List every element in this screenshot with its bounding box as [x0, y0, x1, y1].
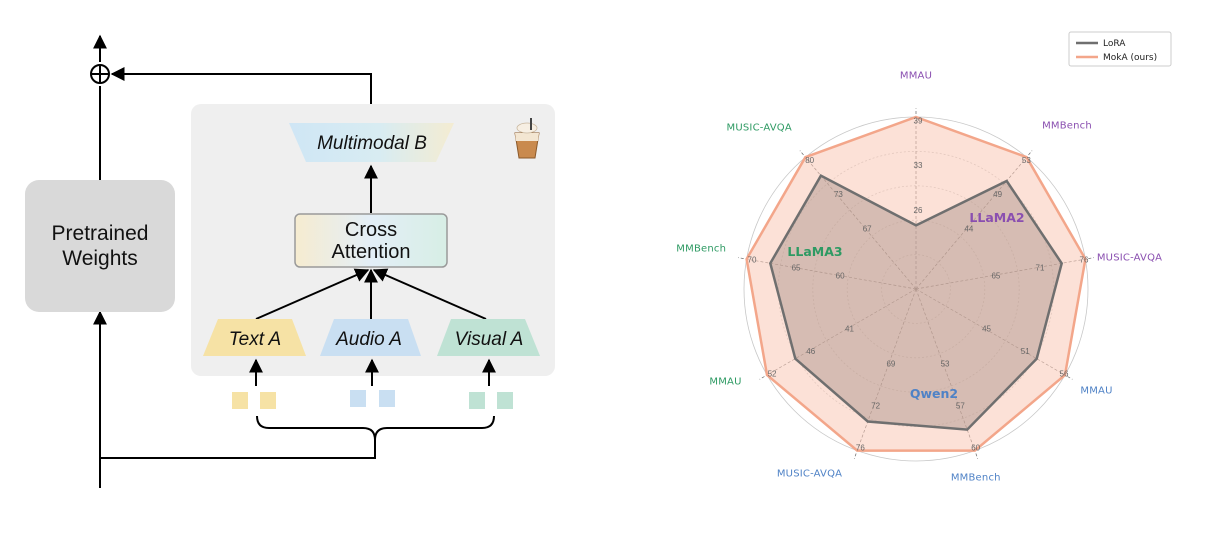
text-to-ca-arrow: [255, 268, 370, 320]
tick-label: 52: [768, 369, 777, 378]
axis-label: MMAU: [900, 70, 932, 81]
tick-label: 72: [871, 401, 880, 410]
visual-a-label: Visual A: [455, 329, 524, 350]
tick-label: 39: [914, 116, 923, 125]
tick-label: 56: [1060, 369, 1069, 378]
token-brace: [256, 415, 495, 441]
audio-a-label: Audio A: [335, 329, 402, 350]
series-moka-area: [745, 115, 1087, 452]
tick-label: 69: [886, 359, 895, 368]
axis-label: MUSIC-AVQA: [1097, 253, 1162, 264]
audio-a-block: [320, 319, 421, 356]
tick-label: 45: [982, 325, 991, 334]
iced-coffee-icon: [514, 118, 540, 159]
tick-label: 26: [914, 206, 923, 215]
multimodal-b-block: [289, 123, 454, 162]
tick-label: 76: [856, 443, 865, 452]
pw-text-line-1: Weights: [62, 247, 137, 270]
cross-attention-block: [294, 213, 448, 268]
axis-label: MMBench: [676, 244, 726, 255]
tick-label: 76: [1080, 256, 1089, 265]
visual-to-ca-arrow: [372, 268, 487, 320]
pretrained-weights-box: [25, 180, 175, 312]
radar-chart: 39 33 26 53 49 44 76 71 65 56 51 45 60 57 53 76 72 69 52 46…: [676, 70, 1162, 483]
tick-label: 65: [991, 271, 1000, 280]
tick-label: 44: [964, 224, 973, 233]
tick-label: 73: [834, 190, 843, 199]
tick-label: 49: [993, 190, 1002, 199]
axis-label: MMAU: [709, 376, 741, 387]
tick-label: 53: [941, 359, 950, 368]
add-operator-icon: [90, 64, 110, 84]
tick-label: 80: [805, 156, 814, 165]
series-lora-area: [768, 174, 1064, 431]
axis-label: MMBench: [951, 473, 1001, 484]
axis-label: MMBench: [1042, 121, 1092, 132]
tick-label: 46: [806, 347, 815, 356]
tick-label: 71: [1036, 263, 1045, 272]
chart-legend: LoRA MokA (ours): [1068, 31, 1172, 67]
tick-label: 51: [1021, 347, 1030, 356]
tick-label: 60: [836, 271, 845, 280]
tick-label: 70: [748, 256, 757, 265]
group-label-qwen2: Qwen2: [910, 386, 958, 401]
text-a-label: Text A: [229, 329, 281, 350]
visual-a-block: [437, 319, 540, 356]
ca-text-line-0: Cross: [345, 219, 397, 241]
axis-label: MUSIC-AVQA: [777, 469, 842, 480]
tick-label: 67: [863, 224, 872, 233]
text-tokens: [232, 358, 276, 409]
multimodal-b-label: Multimodal B: [317, 133, 427, 154]
input-line: [100, 440, 376, 459]
group-label-llama2: LLaMA2: [969, 210, 1024, 225]
tick-label: 60: [971, 443, 980, 452]
tick-label: 57: [956, 401, 965, 410]
group-label-llama3: LLaMA3: [787, 244, 842, 259]
pw-text-line-0: Pretrained: [52, 222, 149, 245]
ca-text-line-1: Attention: [332, 241, 411, 263]
tick-label: 65: [792, 263, 801, 272]
visual-tokens: [469, 358, 513, 409]
axis-label: MUSIC-AVQA: [727, 123, 792, 134]
tick-label: 41: [845, 325, 854, 334]
legend-moka-label: MokA (ours): [1103, 53, 1157, 63]
axis-label: MMAU: [1080, 385, 1112, 396]
tick-label: 33: [914, 161, 923, 170]
text-a-block: [203, 319, 306, 356]
legend-lora-label: LoRA: [1103, 39, 1126, 49]
tick-label: 53: [1022, 156, 1031, 165]
audio-tokens: [350, 358, 395, 407]
